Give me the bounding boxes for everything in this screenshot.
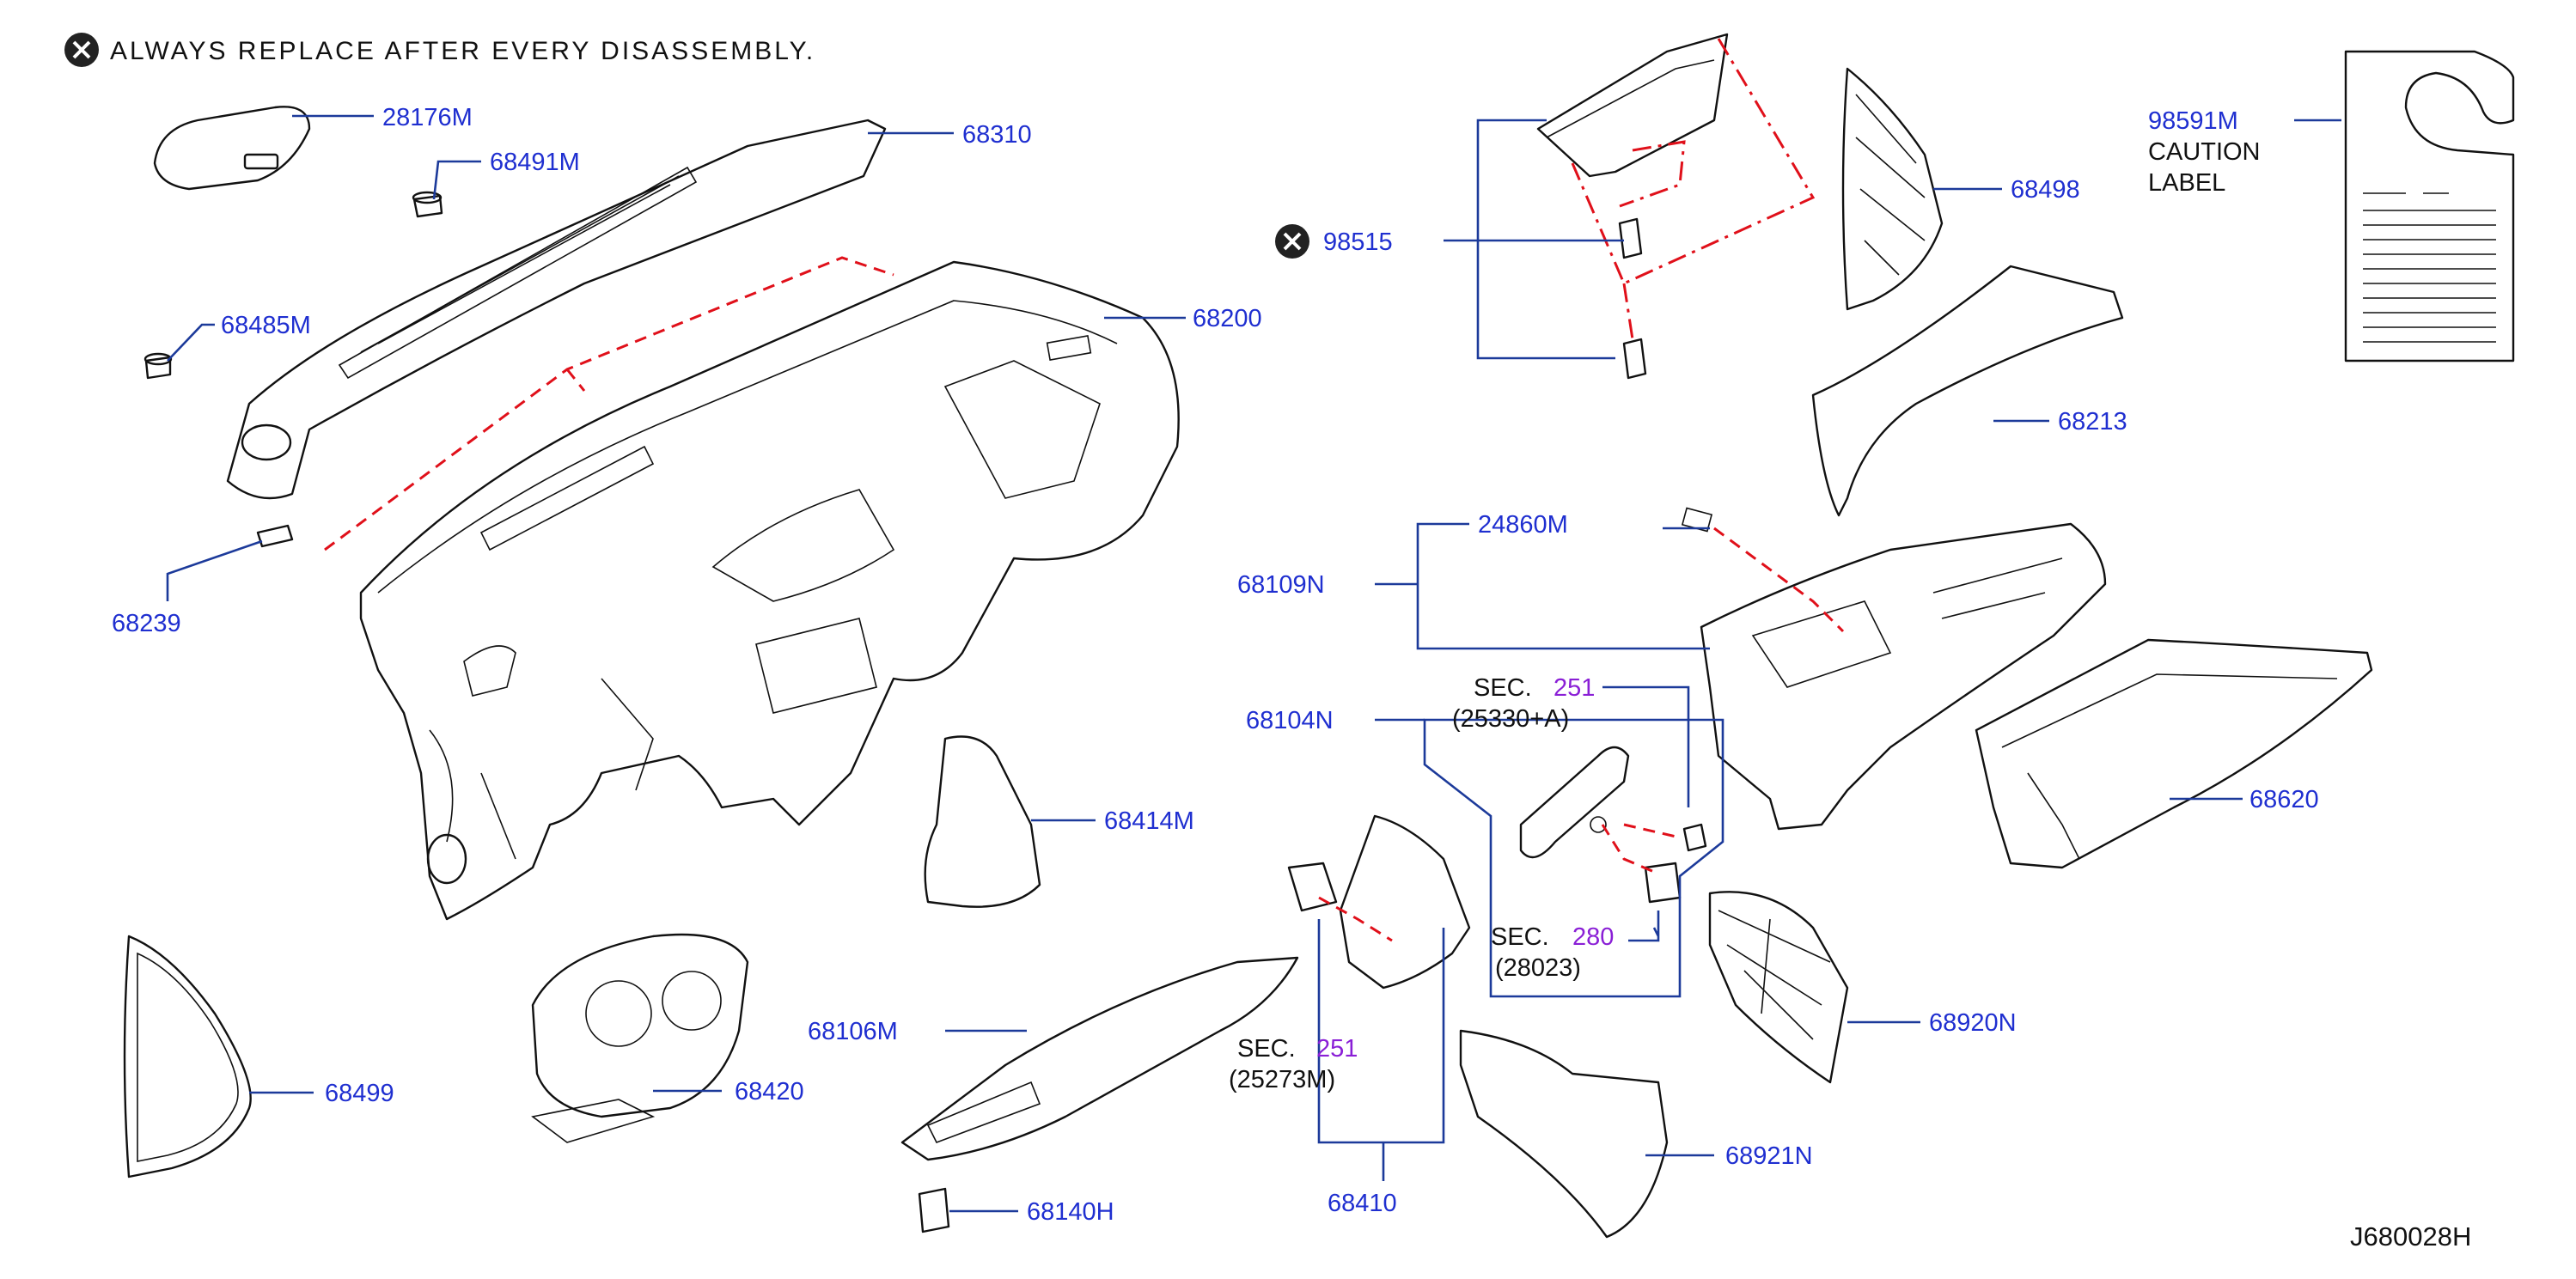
instrument-panel-68200-shape — [359, 260, 1180, 921]
side-cover-68499-shape — [123, 935, 252, 1179]
sec2-prefix: SEC. — [1491, 923, 1549, 951]
guide-line-airbag-a — [1571, 38, 1816, 285]
guide-line-knee — [1318, 896, 1393, 942]
section-ref-3: SEC. 251 (25273M) — [1229, 1035, 1358, 1093]
note-text: ALWAYS REPLACE AFTER EVERY DISASSEMBLY. — [110, 37, 815, 65]
cross-mark — [1283, 232, 1302, 251]
lid-68920n-shape — [1708, 891, 1849, 1084]
sec3-number: 251 — [1316, 1035, 1358, 1063]
airbag-module-shape — [1536, 33, 1729, 380]
label-68106m: 68106M — [808, 1018, 898, 1045]
sec3-sub: (25273M) — [1229, 1066, 1335, 1093]
sec1-sub: (25330+A) — [1452, 705, 1569, 733]
label-68499: 68499 — [325, 1080, 394, 1107]
label-24860m: 24860M — [1478, 511, 1568, 539]
label-68104n: 68104N — [1246, 707, 1334, 734]
part-28176m-shape — [153, 106, 311, 191]
lower-panel-68106m-shape — [900, 956, 1299, 1161]
label-68498: 68498 — [2011, 176, 2080, 204]
label-68414m: 68414M — [1104, 807, 1194, 835]
side-cover-inner — [137, 952, 239, 1162]
label-28176m: 28176M — [382, 104, 473, 131]
guide-line-airbag-b — [1619, 140, 1686, 208]
guide-line-panel — [324, 256, 894, 551]
replace-note: ALWAYS REPLACE AFTER EVERY DISASSEMBLY. — [64, 33, 815, 67]
part-68310-shape — [226, 119, 887, 500]
knee-panel-68410-shape — [1287, 814, 1471, 990]
label-68491m: 68491M — [490, 149, 580, 176]
sec2-number: 280 — [1572, 923, 1614, 951]
label-68920n: 68920N — [1929, 1009, 2017, 1037]
sec2-sub: (28023) — [1495, 954, 1581, 982]
cross-mark — [72, 40, 91, 59]
label-68620: 68620 — [2249, 786, 2319, 813]
side-panel-68213-shape — [1811, 265, 2124, 517]
glovebox-housing-68109n-shape — [1681, 507, 2107, 831]
guide-line-sensor — [1713, 527, 1845, 633]
label-98515: 98515 — [1323, 228, 1393, 256]
label-68213: 68213 — [2058, 408, 2127, 435]
label-98591m: 98591M — [2148, 107, 2238, 135]
label-68310: 68310 — [962, 121, 1032, 149]
label-68921n: 68921N — [1725, 1142, 1813, 1170]
caution-label-line1: CAUTION — [2148, 138, 2261, 166]
switch-assembly-shape — [1519, 746, 1707, 904]
bracket-68498-shape — [1841, 67, 1944, 311]
bracket-68414m-shape — [924, 735, 1041, 908]
label-68200: 68200 — [1193, 305, 1262, 332]
label-68109n: 68109N — [1237, 571, 1325, 599]
caution-label-tag — [2344, 50, 2515, 362]
section-ref-2: SEC. 280 (28023) — [1491, 923, 1614, 982]
leader-lines — [166, 114, 2341, 1213]
guide-line-airbag-c — [1622, 283, 1634, 340]
label-68140h-shape — [918, 1187, 950, 1233]
clip-68485m-shape — [143, 352, 173, 380]
label-68410: 68410 — [1328, 1190, 1397, 1217]
sec1-number: 251 — [1554, 674, 1595, 702]
item-98515: 98515 — [1275, 224, 1393, 259]
clip-68491m-shape — [412, 191, 443, 218]
lower-trim-68921n-shape — [1459, 1029, 1669, 1239]
cluster-lid-68420-shape — [531, 933, 749, 1143]
glovebox-68620-shape — [1975, 638, 2373, 869]
section-ref-1: SEC. 251 (25330+A) — [1452, 674, 1595, 733]
caution-label-line2: LABEL — [2148, 169, 2225, 197]
diagram-id: J680028H — [2350, 1221, 2471, 1252]
sec1-prefix: SEC. — [1474, 674, 1532, 702]
guide-line-panel-b — [565, 368, 586, 392]
section-box — [1423, 718, 1724, 998]
label-68239: 68239 — [112, 610, 181, 637]
pad-68239-shape — [256, 524, 294, 548]
sec3-prefix: SEC. — [1237, 1035, 1296, 1063]
label-68420: 68420 — [735, 1078, 804, 1105]
label-68140h: 68140H — [1027, 1198, 1114, 1226]
guide-line-switch — [1601, 823, 1681, 874]
label-68485m: 68485M — [221, 312, 311, 339]
